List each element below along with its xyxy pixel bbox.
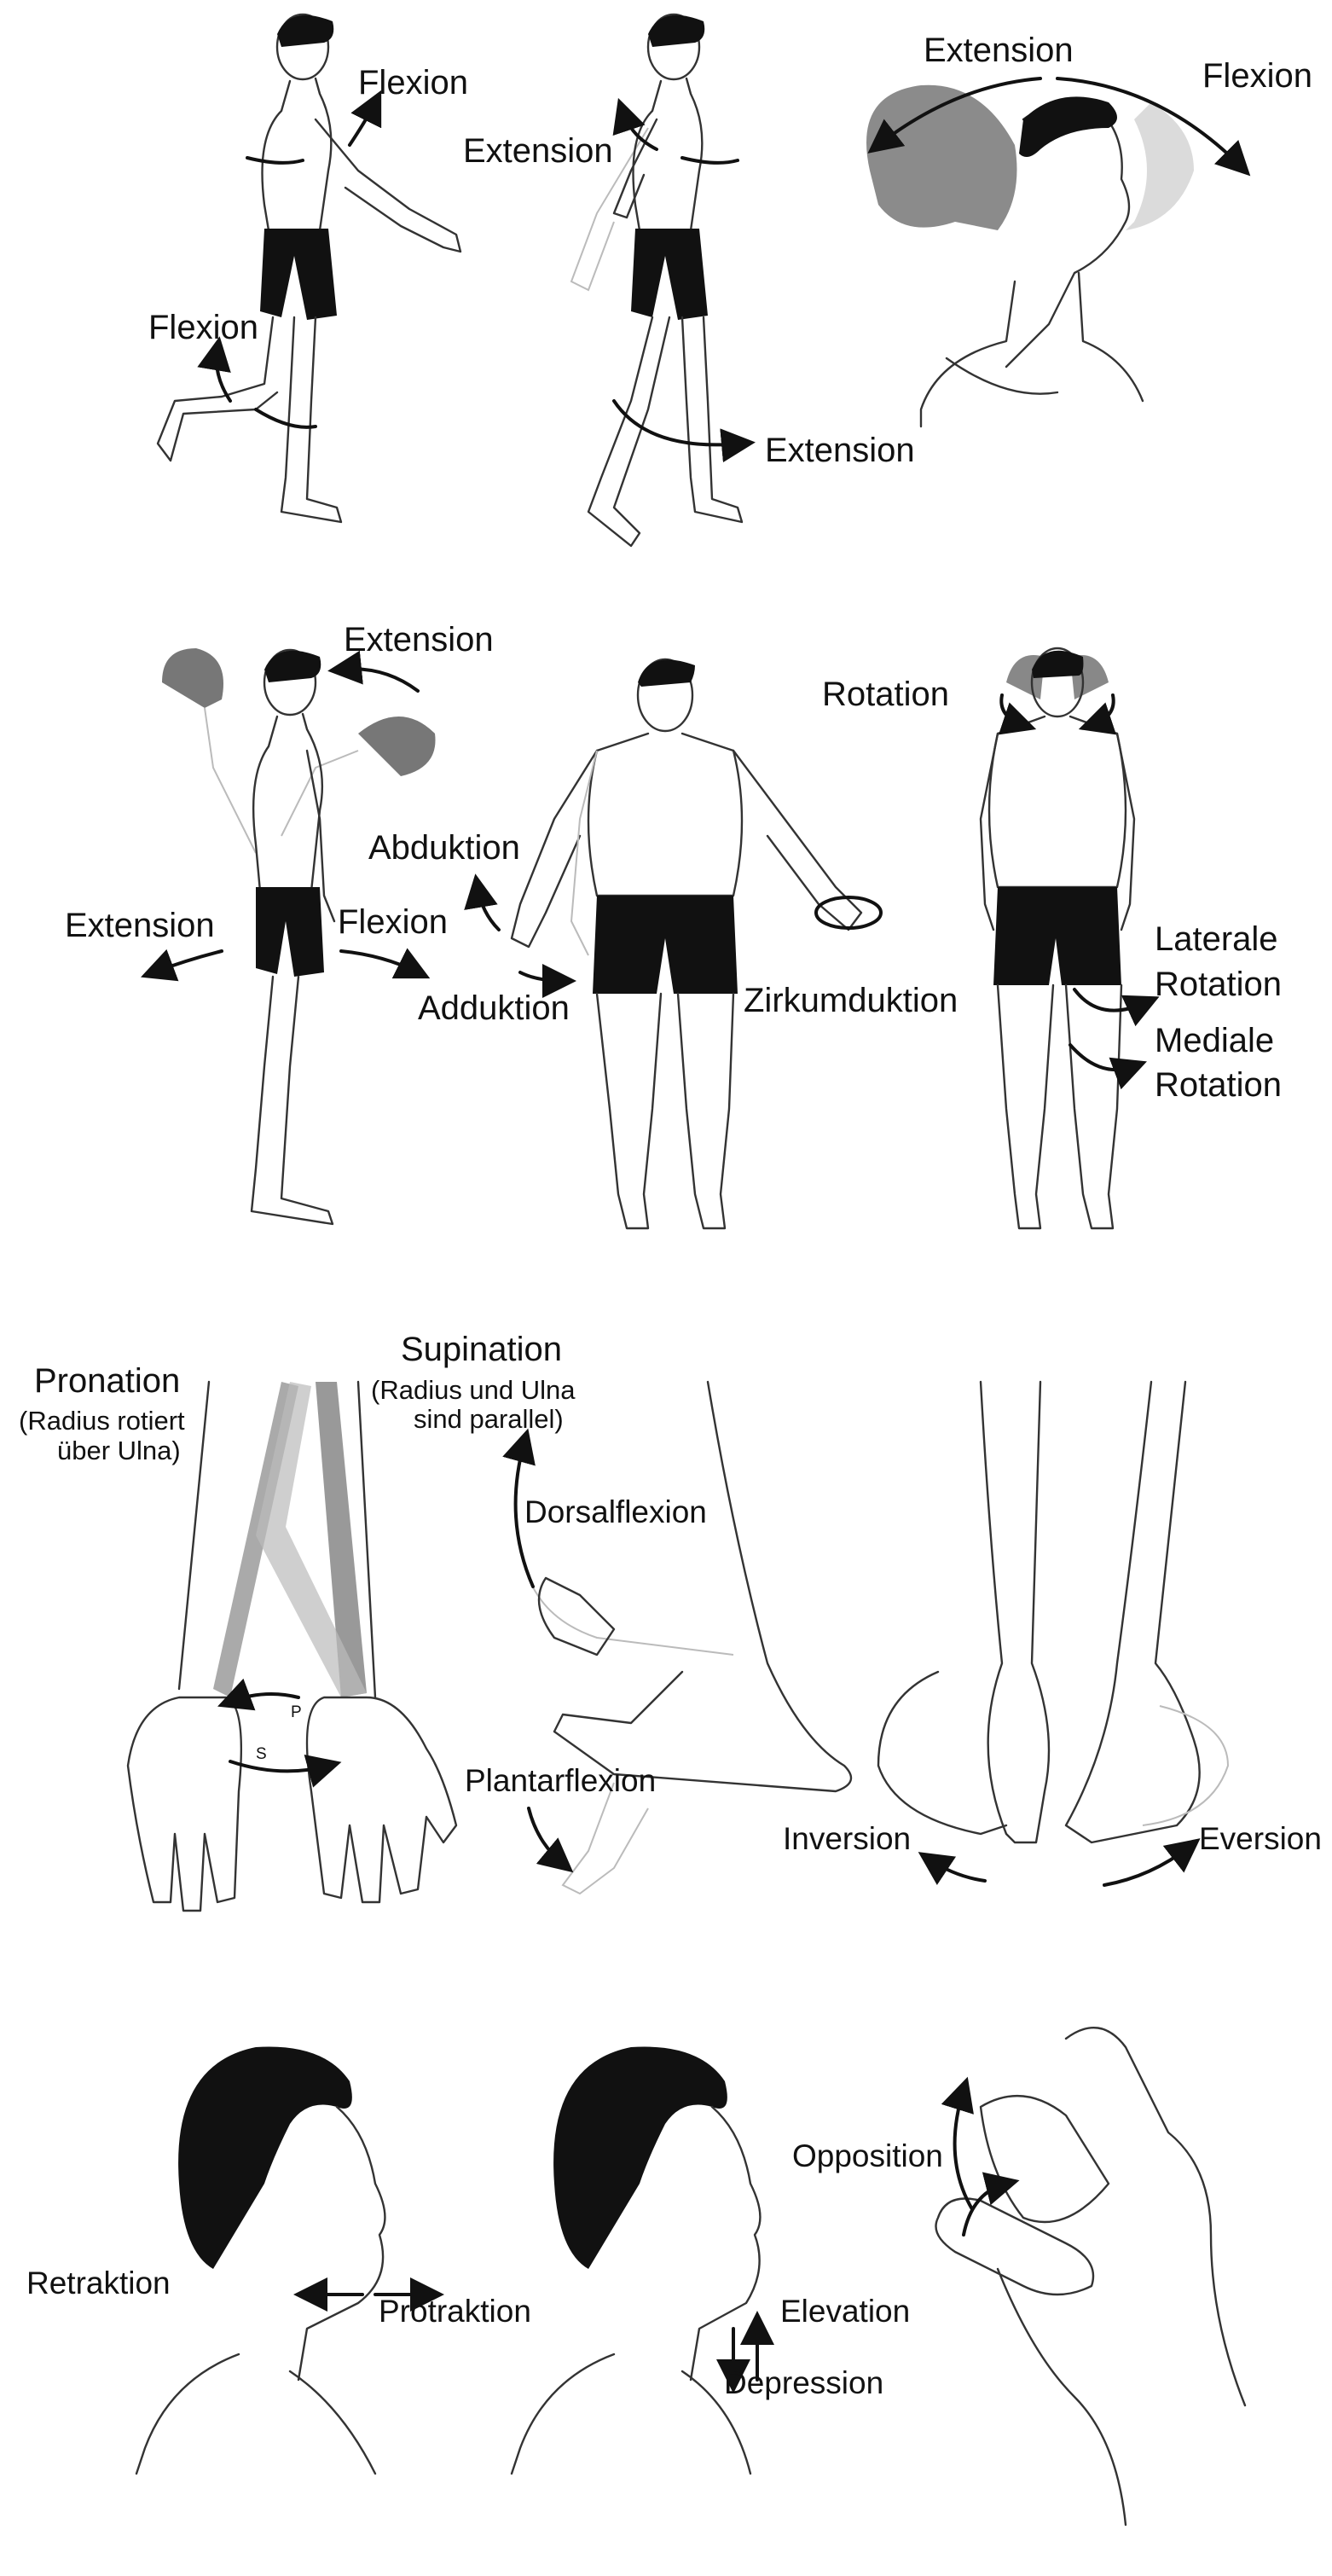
label-supination: Supination bbox=[401, 1331, 562, 1368]
label-shoulder-extension: Extension bbox=[463, 132, 613, 170]
row2-arrows bbox=[141, 650, 1160, 1090]
figure-forearm-pronation-supination bbox=[126, 1380, 458, 1912]
figure-trunk-flexion-extension bbox=[162, 648, 436, 1226]
label-laterale-rotation-line1: Laterale bbox=[1155, 920, 1278, 958]
label-s-marker: S bbox=[256, 1745, 267, 1763]
label-opposition: Opposition bbox=[792, 2138, 943, 2173]
row4-arrows bbox=[293, 2076, 1020, 2393]
label-depression: Depression bbox=[724, 2365, 883, 2400]
label-eversion: Eversion bbox=[1199, 1821, 1322, 1856]
label-hip-flexion: Flexion bbox=[148, 309, 258, 346]
label-shoulder-flexion: Flexion bbox=[358, 64, 468, 102]
label-mediale-rotation-line1: Mediale bbox=[1155, 1022, 1274, 1059]
label-neck-extension: Extension bbox=[924, 32, 1074, 69]
label-zirkumduktion: Zirkumduktion bbox=[744, 982, 958, 1019]
label-supination-note-line2: sind parallel) bbox=[414, 1404, 564, 1434]
label-adduktion: Adduktion bbox=[418, 989, 570, 1027]
figure-foot-inversion-eversion bbox=[877, 1380, 1230, 1844]
label-elevation: Elevation bbox=[780, 2294, 910, 2329]
label-abduktion: Abduktion bbox=[368, 829, 520, 867]
label-pronation-note-line1: (Radius rotiert bbox=[19, 1406, 185, 1436]
figure-ankle-dorsal-plantar bbox=[528, 1380, 853, 1895]
figure-abduction-circumduction bbox=[510, 658, 863, 1230]
row3-arrows bbox=[217, 1428, 1201, 1887]
label-laterale-rotation-line2: Rotation bbox=[1155, 966, 1282, 1003]
figure-jaw-retraction-protraction bbox=[135, 2046, 386, 2475]
label-pronation: Pronation bbox=[34, 1362, 180, 1400]
label-neck-flexion: Flexion bbox=[1202, 57, 1312, 95]
label-dorsalflexion: Dorsalflexion bbox=[524, 1494, 707, 1529]
label-hip-extension: Extension bbox=[765, 432, 915, 469]
label-p-marker: P bbox=[291, 1703, 302, 1721]
row1-arrows bbox=[197, 77, 1251, 463]
label-pronation-note-line2: über Ulna) bbox=[57, 1436, 181, 1465]
label-trunk-extension-top: Extension bbox=[344, 621, 494, 659]
label-inversion: Inversion bbox=[783, 1821, 911, 1856]
label-plantarflexion: Plantarflexion bbox=[465, 1763, 656, 1798]
label-trunk-flexion: Flexion bbox=[338, 903, 448, 941]
figure-shoulder-hip-flexion bbox=[156, 13, 462, 524]
figure-shoulder-hip-extension bbox=[570, 13, 744, 548]
figure-jaw-elevation-depression bbox=[510, 2046, 762, 2475]
label-mediale-rotation-line2: Rotation bbox=[1155, 1066, 1282, 1104]
label-retraktion: Retraktion bbox=[26, 2266, 171, 2300]
figure-neck-flexion-extension bbox=[866, 84, 1194, 428]
label-trunk-extension-left: Extension bbox=[65, 907, 215, 944]
label-supination-note-line1: (Radius und Ulna bbox=[371, 1375, 576, 1405]
figure-thumb-opposition bbox=[935, 2027, 1247, 2527]
label-protraktion: Protraktion bbox=[379, 2294, 531, 2329]
label-rotation: Rotation bbox=[822, 676, 949, 713]
figure-rotation bbox=[979, 647, 1136, 1230]
